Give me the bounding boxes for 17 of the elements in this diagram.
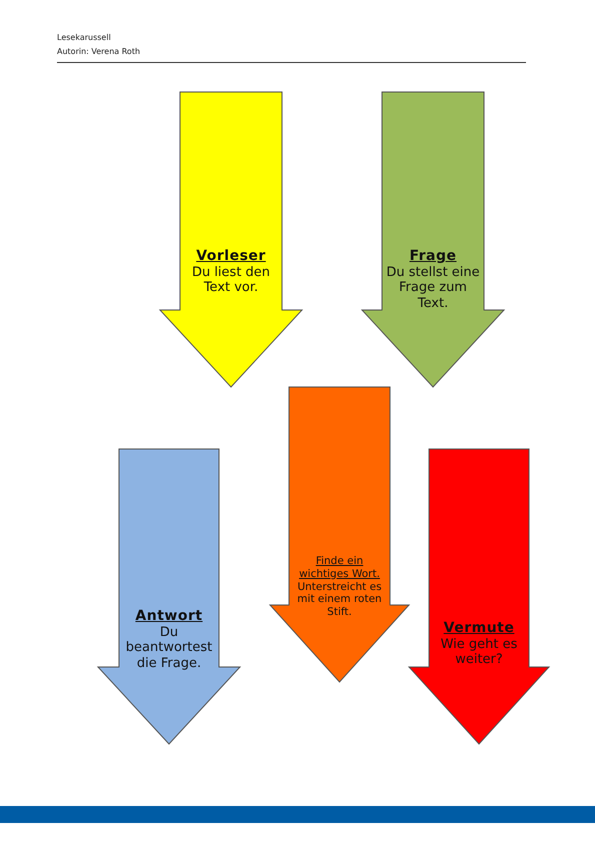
author-line: Autorin: Verena Roth xyxy=(57,47,140,56)
role-instruction: Unterstreicht es mit einem roten Stift. xyxy=(296,580,383,619)
down-arrow-card xyxy=(362,92,504,387)
role-heading: Frage xyxy=(409,248,457,265)
role-heading: Antwort xyxy=(135,608,203,625)
role-heading: Finde ein wichtiges Wort. xyxy=(298,555,381,580)
role-heading: Vorleser xyxy=(196,248,266,265)
role-heading: Vermute xyxy=(444,620,514,637)
down-arrow-card xyxy=(98,449,240,744)
down-arrow-card xyxy=(409,449,549,744)
role-instruction: Du stellst eine Frage zum Text. xyxy=(385,264,481,312)
worksheet-title: Lesekarussell xyxy=(57,33,111,42)
down-arrow-card xyxy=(270,387,409,682)
role-instruction: Du beantwortest die Frage. xyxy=(124,624,214,672)
role-instruction: Du liest den Text vor. xyxy=(190,264,272,296)
role-instruction: Wie geht es weiter? xyxy=(440,636,518,668)
down-arrow-card xyxy=(160,92,302,387)
